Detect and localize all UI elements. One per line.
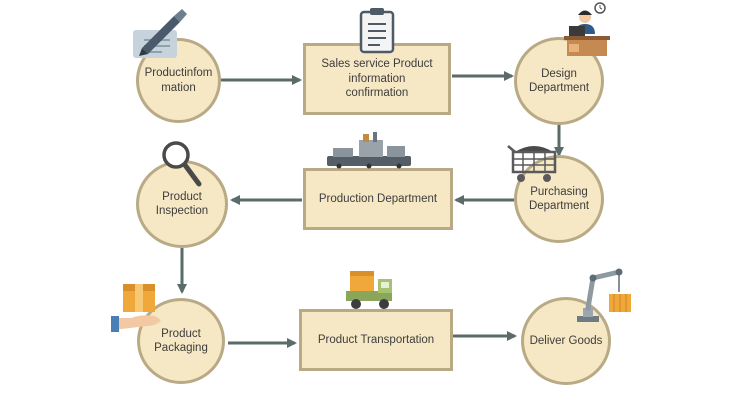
delivery-truck-icon xyxy=(346,271,392,309)
node-label: Productinfom mation xyxy=(144,67,213,94)
pen-paper-icon xyxy=(133,9,187,58)
node-purchasing-department: Purchasing Department xyxy=(514,155,604,243)
node-product-packaging: Product Packaging xyxy=(137,298,225,384)
node-label: Product Transportation xyxy=(317,333,435,346)
node-label: Sales service Product information confir… xyxy=(321,58,433,100)
node-product-transportation: Product Transportation xyxy=(299,309,453,371)
node-label: Purchasing Department xyxy=(528,185,590,212)
node-label: Product Inspection xyxy=(155,190,209,217)
node-label: Deliver Goods xyxy=(529,334,603,347)
clipboard-icon xyxy=(359,8,395,54)
box-in-hand-icon xyxy=(111,284,161,332)
node-sales-service: Sales service Product information confir… xyxy=(303,43,451,115)
factory-machine-icon xyxy=(327,132,411,169)
shopping-cart-icon xyxy=(507,145,557,182)
node-production-department: Production Department xyxy=(303,168,453,230)
node-product-information: Productinfom mation xyxy=(136,38,221,123)
node-label: Design Department xyxy=(528,67,590,94)
node-label: Product Packaging xyxy=(154,327,208,354)
crane-icon xyxy=(577,268,631,322)
designer-desk-icon xyxy=(564,2,610,56)
node-label: Production Department xyxy=(318,192,438,205)
node-deliver-goods: Deliver Goods xyxy=(521,297,611,385)
magnifier-icon xyxy=(162,141,202,187)
